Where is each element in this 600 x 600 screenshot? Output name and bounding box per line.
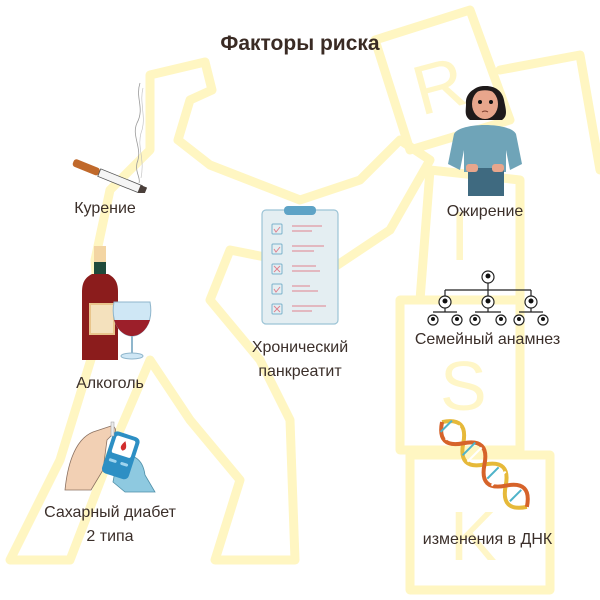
factor-obesity: Ожирение [425, 76, 545, 224]
factor-label: Ожирение [446, 203, 524, 220]
dna-helix-icon [438, 419, 530, 510]
factor-label: Алкоголь [76, 375, 144, 392]
glucometer-icon [64, 421, 156, 493]
wine-bottle-glass-icon [82, 246, 152, 360]
factor-label-line1: Сахарный диабет [44, 504, 176, 521]
cigarette-icon [72, 82, 148, 193]
factor-smoking: Курение [45, 78, 165, 221]
factor-dna: изменения в ДНК [405, 418, 570, 552]
factor-label-line1: Хронический [251, 339, 349, 356]
page-title: Факторы риска [220, 32, 380, 55]
overweight-person-icon [448, 86, 522, 196]
factor-label-line2: 2 типа [86, 528, 134, 545]
factor-label: Курение [74, 200, 136, 217]
family-tree-icon [426, 270, 549, 326]
svg-text:I: I [450, 197, 469, 275]
clipboard-checklist-icon [261, 206, 339, 325]
svg-text:K: K [450, 497, 497, 575]
factor-label: изменения в ДНК [422, 531, 553, 548]
factor-alcohol: Алкоголь [55, 244, 185, 396]
svg-text:S: S [440, 347, 487, 425]
factor-label-line2: панкреатит [258, 363, 342, 380]
factor-pancreatitis: Хронический панкреатит [230, 206, 370, 384]
factor-label: Семейный анамнез [414, 331, 561, 348]
factor-family-history: Семейный анамнез [395, 270, 580, 352]
factor-diabetes: Сахарный диабет 2 типа [25, 420, 195, 549]
